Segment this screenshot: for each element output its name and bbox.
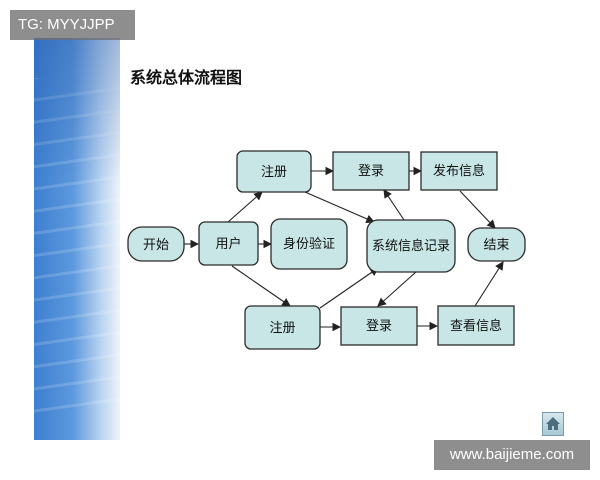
node-record: 系统信息记录: [366, 219, 456, 273]
edge-record-login-top: [383, 189, 405, 221]
decorative-band: [34, 38, 120, 440]
home-icon: [546, 417, 560, 430]
node-register-bottom-label: 注册: [269, 321, 295, 336]
site-watermark: www.baijieme.com: [434, 440, 590, 470]
edge-register-bottom-record: [319, 267, 379, 309]
node-publish: 发布信息: [420, 151, 498, 191]
edge-register-top-record: [304, 191, 376, 223]
node-user: 用户: [198, 221, 259, 266]
node-login-top: 登录: [332, 151, 410, 191]
node-end-label: 结束: [483, 238, 509, 253]
channel-tag: TG: MYYJJPP: [10, 10, 135, 40]
node-login-bottom: 登录: [340, 306, 418, 346]
edge-user-register-top: [227, 191, 263, 223]
node-register-top: 注册: [236, 150, 312, 193]
node-view: 查看信息: [437, 305, 515, 346]
edge-publish-end: [459, 190, 496, 229]
node-user-label: 用户: [215, 236, 241, 252]
edge-record-login-bottom: [377, 271, 417, 307]
node-view-label: 查看信息: [450, 318, 502, 334]
edges: [184, 166, 504, 332]
node-identity: 身份验证: [270, 218, 348, 270]
node-login-bottom-label: 登录: [366, 319, 392, 334]
node-record-label: 系统信息记录: [372, 238, 450, 254]
node-register-bottom: 注册: [244, 305, 321, 350]
node-register-top-label: 注册: [261, 165, 287, 180]
node-publish-label: 发布信息: [433, 163, 485, 179]
edge-user-register-bottom: [231, 265, 291, 307]
edge-view-end: [474, 261, 504, 307]
node-start: 开始: [127, 226, 185, 262]
slide-title: 系统总体流程图: [130, 68, 243, 87]
home-button[interactable]: [542, 412, 564, 436]
node-start-label: 开始: [143, 238, 169, 253]
node-login-top-label: 登录: [358, 164, 384, 179]
node-identity-label: 身份验证: [283, 236, 335, 252]
node-end: 结束: [467, 227, 526, 262]
